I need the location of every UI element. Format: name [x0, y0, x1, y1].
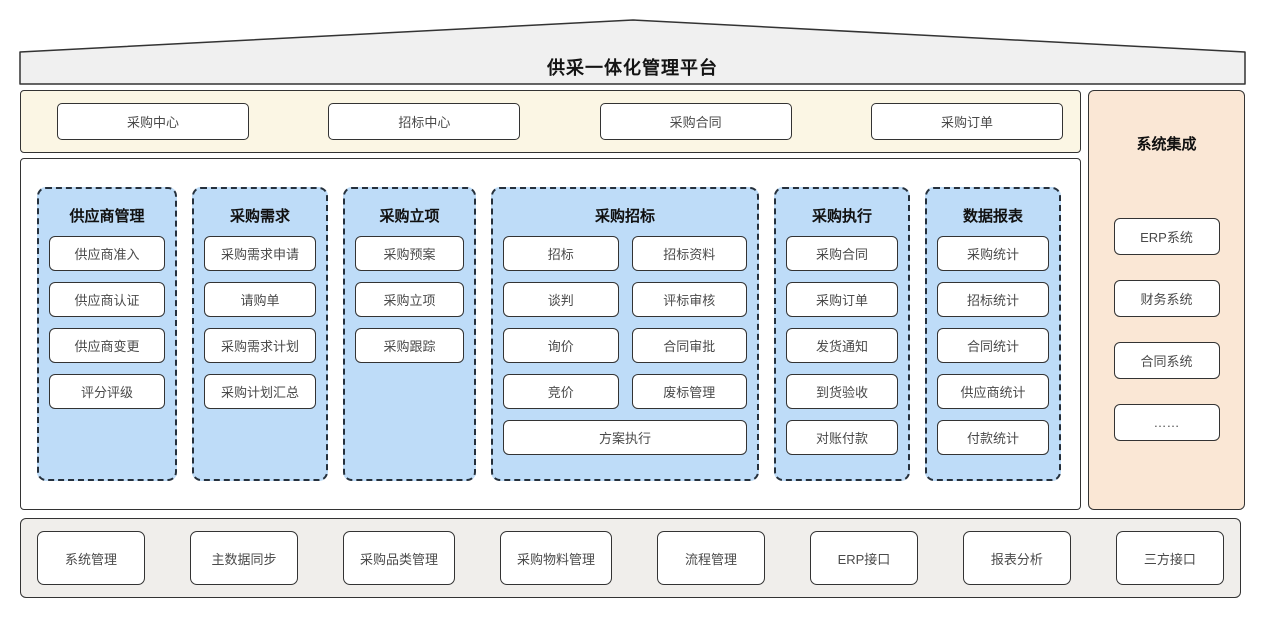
module-title: 数据报表 [962, 208, 1023, 225]
integration-item: 财务系统 [1113, 280, 1220, 317]
bottom-band-item: 系统管理 [37, 531, 145, 585]
integration-item: ERP系统 [1113, 218, 1220, 255]
bottom-band-item: 采购物料管理 [499, 531, 612, 585]
module-item: 招标资料 [631, 236, 747, 271]
module-item: 采购跟踪 [355, 328, 464, 363]
integration-item: 合同系统 [1113, 342, 1220, 379]
module-item: 招标 [503, 236, 619, 271]
module-item: 采购订单 [786, 282, 898, 317]
top-band-item: 采购合同 [599, 103, 792, 140]
module-item: 询价 [503, 328, 619, 363]
module-item: 供应商准入 [49, 236, 165, 271]
module-items: 采购需求申请 请购单 采购需求计划 采购计划汇总 [204, 236, 316, 409]
main-panel: 供应商管理 供应商准入 供应商认证 供应商变更 评分评级 采购需求 采购需求申请… [20, 158, 1081, 510]
module-item: 评分评级 [49, 374, 165, 409]
bottom-band-item: 主数据同步 [189, 531, 298, 585]
bottom-band-item: 采购品类管理 [342, 531, 455, 585]
module-purchase-demand: 采购需求 采购需求申请 请购单 采购需求计划 采购计划汇总 [192, 187, 328, 481]
top-band-item: 采购订单 [870, 103, 1063, 140]
top-band: 采购中心 招标中心 采购合同 采购订单 [20, 90, 1081, 153]
bottom-band: 系统管理 主数据同步 采购品类管理 采购物料管理 流程管理 ERP接口 报表分析… [20, 518, 1241, 598]
module-item: 采购统计 [937, 236, 1049, 271]
module-items: 招标 招标资料 谈判 评标审核 询价 合同审批 竞价 废标管理 方案执行 [503, 236, 747, 455]
integration-panel: 系统集成 ERP系统 财务系统 合同系统 …… [1088, 90, 1245, 510]
module-item: 合同统计 [937, 328, 1049, 363]
module-item: 供应商统计 [937, 374, 1049, 409]
integration-item: …… [1113, 404, 1220, 441]
module-item: 采购合同 [786, 236, 898, 271]
module-item: 付款统计 [937, 420, 1049, 455]
module-supplier-management: 供应商管理 供应商准入 供应商认证 供应商变更 评分评级 [37, 187, 177, 481]
module-items: 供应商准入 供应商认证 供应商变更 评分评级 [49, 236, 165, 409]
platform-title: 供采一体化管理平台 [547, 58, 718, 78]
module-item: 采购计划汇总 [204, 374, 316, 409]
module-item: 供应商认证 [49, 282, 165, 317]
bottom-band-item: 三方接口 [1115, 531, 1224, 585]
module-title: 采购需求 [229, 208, 290, 225]
module-items: 采购统计 招标统计 合同统计 供应商统计 付款统计 [937, 236, 1049, 455]
bottom-band-item: 流程管理 [656, 531, 765, 585]
module-items: 采购合同 采购订单 发货通知 到货验收 对账付款 [786, 236, 898, 455]
top-band-item: 招标中心 [328, 103, 521, 140]
module-title: 采购执行 [811, 208, 872, 225]
module-item: 招标统计 [937, 282, 1049, 317]
module-purchase-initiation: 采购立项 采购预案 采购立项 采购跟踪 [343, 187, 476, 481]
roof-shape [19, 19, 1246, 85]
module-item: 采购需求申请 [204, 236, 316, 271]
module-title: 采购招标 [594, 208, 655, 225]
module-item: 方案执行 [503, 420, 747, 455]
module-title: 采购立项 [379, 208, 440, 225]
module-item: 到货验收 [786, 374, 898, 409]
module-item: 废标管理 [631, 374, 747, 409]
roof-polygon [19, 19, 1246, 85]
module-item: 发货通知 [786, 328, 898, 363]
top-band-item: 采购中心 [57, 103, 249, 140]
module-data-reports: 数据报表 采购统计 招标统计 合同统计 供应商统计 付款统计 [925, 187, 1061, 481]
module-item: 采购需求计划 [204, 328, 316, 363]
bottom-band-item: ERP接口 [809, 531, 918, 585]
module-items: 采购预案 采购立项 采购跟踪 [355, 236, 464, 363]
module-item: 采购立项 [355, 282, 464, 317]
module-purchase-execution: 采购执行 采购合同 采购订单 发货通知 到货验收 对账付款 [774, 187, 910, 481]
module-item: 评标审核 [631, 282, 747, 317]
module-item: 请购单 [204, 282, 316, 317]
module-item: 对账付款 [786, 420, 898, 455]
bottom-band-item: 报表分析 [962, 531, 1071, 585]
integration-title: 系统集成 [1136, 136, 1197, 153]
module-purchase-bidding: 采购招标 招标 招标资料 谈判 评标审核 询价 合同审批 竞价 废标管理 方案执… [491, 187, 759, 481]
module-item: 供应商变更 [49, 328, 165, 363]
module-item: 采购预案 [355, 236, 464, 271]
module-title: 供应商管理 [69, 208, 145, 225]
module-item: 谈判 [503, 282, 619, 317]
module-item: 竞价 [503, 374, 619, 409]
module-item: 合同审批 [631, 328, 747, 363]
